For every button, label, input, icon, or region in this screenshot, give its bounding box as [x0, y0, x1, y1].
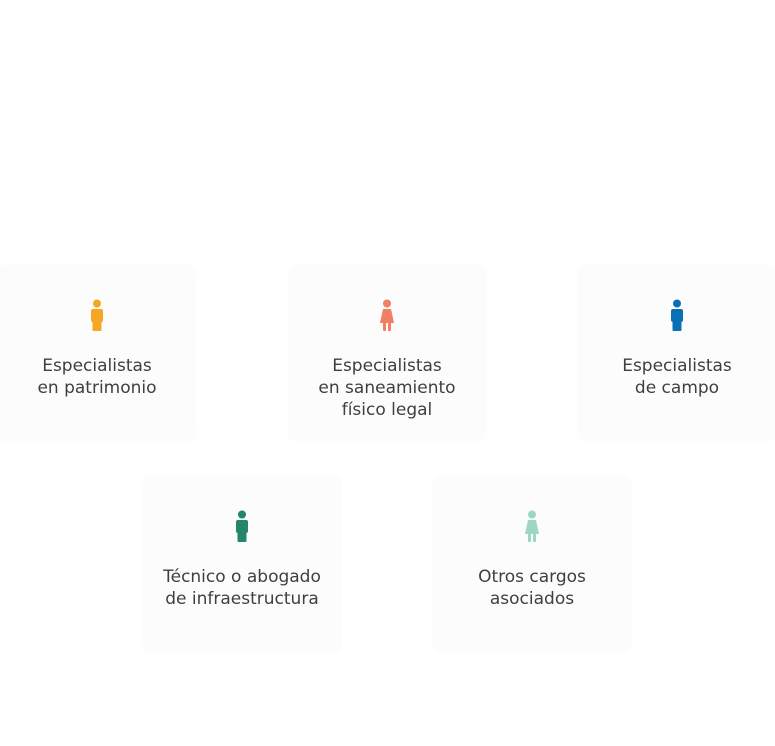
role-label-line: Especialistas	[622, 356, 732, 376]
male-person-icon	[236, 510, 248, 542]
female-person-icon	[380, 299, 394, 331]
role-card-saneamiento: Especialistas en saneamiento físico lega…	[290, 267, 484, 439]
person-head	[528, 510, 536, 519]
role-label-line: en patrimonio	[37, 378, 157, 398]
role-label: Especialistas en patrimonio	[37, 355, 156, 399]
role-label-line: Técnico o abogado	[163, 567, 321, 587]
person-leg	[533, 533, 536, 542]
role-label-line: Otros cargos	[478, 567, 586, 587]
role-label: Especialistas de campo	[622, 355, 732, 399]
role-card-infraestructura: Técnico o abogado de infraestructura	[145, 478, 339, 650]
role-label-line: Especialistas	[42, 356, 152, 376]
role-label: Especialistas en saneamiento físico lega…	[318, 355, 455, 421]
female-person-icon	[525, 510, 539, 542]
person-leg	[528, 533, 531, 542]
person-legs	[672, 320, 682, 331]
person-head	[93, 299, 101, 308]
role-label-line: físico legal	[341, 400, 433, 420]
role-label-line: de infraestructura	[165, 589, 319, 609]
person-dress	[525, 520, 539, 534]
person-torso	[671, 309, 683, 322]
role-label-line: en saneamiento	[318, 378, 456, 398]
role-card-otros: Otros cargos asociados	[435, 478, 629, 650]
person-torso	[236, 520, 248, 533]
role-label-line: de campo	[634, 378, 720, 398]
role-card-patrimonio: Especialistas en patrimonio	[0, 267, 194, 439]
role-label: Técnico o abogado de infraestructura	[163, 566, 321, 610]
person-legs	[237, 531, 247, 542]
person-dress	[380, 309, 394, 323]
person-torso	[91, 309, 103, 322]
male-person-icon	[91, 299, 103, 331]
role-label-line: asociados	[489, 589, 575, 609]
person-leg	[383, 322, 386, 331]
role-label-line: Especialistas	[332, 356, 442, 376]
male-person-icon	[671, 299, 683, 331]
person-head	[238, 510, 246, 519]
role-card-campo: Especialistas de campo	[580, 267, 774, 439]
person-head	[383, 299, 391, 308]
role-label: Otros cargos asociados	[478, 566, 586, 610]
person-head	[673, 299, 681, 308]
person-leg	[388, 322, 391, 331]
person-legs	[92, 320, 102, 331]
